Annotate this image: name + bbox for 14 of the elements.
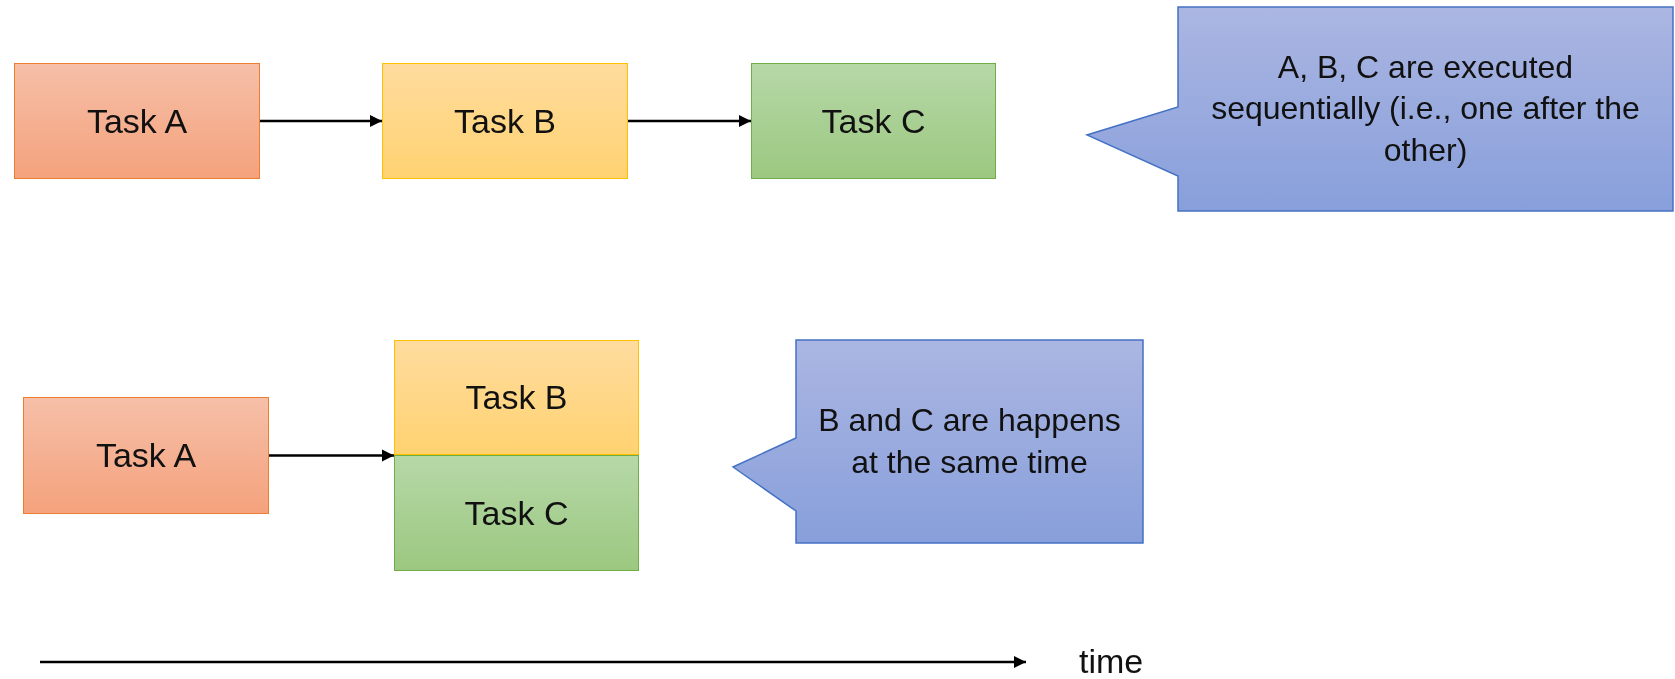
arrow: [628, 114, 751, 128]
task-box: Task B: [382, 63, 628, 179]
task-box: Task A: [14, 63, 260, 179]
callout-text: A, B, C are executed sequentially (i.e., one after the other): [1210, 47, 1641, 170]
task-box: Task C: [394, 455, 639, 571]
task-box: Task B: [394, 340, 639, 455]
arrow: [260, 114, 382, 128]
arrow: [269, 449, 394, 462]
axis-label: time: [1079, 642, 1144, 679]
task-box: Task C: [751, 63, 996, 179]
speech-bubble: [1087, 7, 1673, 211]
speech-bubble: [733, 340, 1143, 543]
task-box: Task A: [23, 397, 269, 514]
callout-text: B and C are happens at the same time: [817, 400, 1122, 482]
